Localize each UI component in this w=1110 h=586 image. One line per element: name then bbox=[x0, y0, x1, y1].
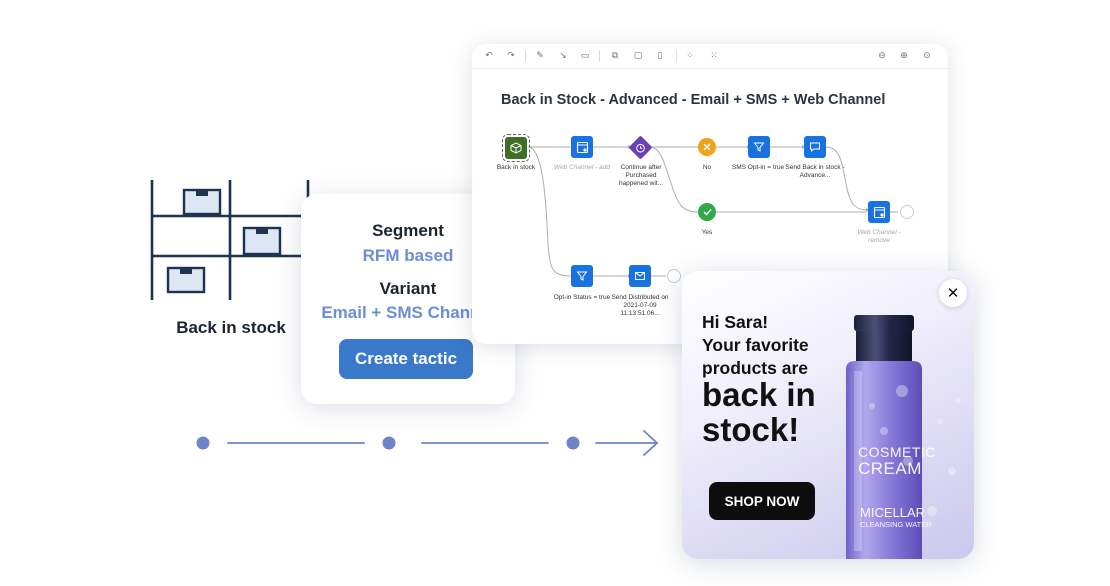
bubble bbox=[927, 506, 937, 516]
headline-line: back in bbox=[702, 376, 816, 413]
variant-heading: Variant bbox=[379, 279, 437, 298]
x-icon bbox=[703, 143, 711, 151]
continue-after-label: Continue after Purchased happened wit... bbox=[618, 164, 664, 188]
message-icon bbox=[810, 142, 820, 153]
bottle-sub-line1: MICELLAR bbox=[860, 505, 926, 520]
web-channel-add-label: Web Channel - add bbox=[554, 164, 610, 171]
popup-headline: back in stock! bbox=[702, 377, 852, 447]
send-back-in-stock-node[interactable] bbox=[804, 136, 826, 158]
web-channel-remove-label: Web Channel - remove bbox=[857, 229, 901, 245]
filter-icon bbox=[576, 271, 588, 281]
filter-icon bbox=[753, 142, 765, 152]
timeline-dot bbox=[382, 436, 396, 450]
product-bottle-image bbox=[846, 315, 961, 559]
bottle-brand-line2: CREAM bbox=[858, 459, 922, 478]
check-icon bbox=[702, 208, 712, 216]
send-distributed-node[interactable] bbox=[629, 265, 651, 287]
variant-value: Email + SMS Channel bbox=[321, 303, 495, 322]
end-node-ghost[interactable] bbox=[667, 269, 681, 283]
timeline-dot bbox=[196, 436, 210, 450]
delete-icon[interactable]: ▯ bbox=[657, 51, 663, 61]
web-channel-add-node[interactable] bbox=[571, 136, 593, 158]
journey-title: Back in Stock - Advanced - Email + SMS +… bbox=[501, 92, 886, 108]
back-in-stock-label: Back in stock bbox=[176, 318, 286, 337]
web-channel-remove-node[interactable] bbox=[868, 201, 890, 223]
timeline-progress bbox=[196, 430, 659, 456]
optin-status-node[interactable] bbox=[571, 265, 593, 287]
timeline-dot bbox=[566, 436, 580, 450]
bottle-brand-line1: COSMETIC bbox=[858, 444, 936, 460]
greeting-line: Hi Sara! bbox=[702, 312, 769, 332]
bubble bbox=[937, 418, 943, 424]
back-in-stock-popup: COSMETIC CREAM MICELLAR CLEANSING WATER … bbox=[682, 271, 974, 559]
journey-toolbar: ↶ ↷ ✎ ↘ ▭ ⧉ ▢ ▯ ⁘ ⁙ ⊖ ⊕ ⊙ bbox=[472, 44, 948, 69]
connector-icon[interactable]: ↘ bbox=[559, 51, 567, 61]
close-popup-button[interactable]: ✕ bbox=[939, 279, 967, 307]
greeting-line: products are bbox=[702, 358, 808, 378]
trigger-node[interactable] bbox=[502, 134, 530, 162]
send-back-in-stock-label: Send Back in stock - Advance... bbox=[785, 164, 845, 180]
close-icon: ✕ bbox=[946, 284, 960, 302]
zoom-out-icon[interactable]: ⊖ bbox=[878, 51, 886, 61]
no-branch-label: No bbox=[702, 164, 712, 171]
arrow-right-icon bbox=[643, 430, 659, 456]
clock-icon bbox=[636, 143, 645, 152]
web-channel-icon bbox=[576, 141, 588, 153]
bubble bbox=[903, 456, 913, 466]
bubble bbox=[896, 385, 908, 397]
segment-value: RFM based bbox=[362, 246, 454, 265]
yes-branch-label: Yes bbox=[701, 229, 713, 236]
bubble bbox=[880, 427, 888, 435]
box-icon bbox=[510, 142, 522, 154]
undo-icon[interactable]: ↶ bbox=[485, 51, 493, 61]
bubble bbox=[948, 467, 956, 475]
send-icon bbox=[635, 272, 645, 280]
sms-optin-label: SMS Opt-in = true bbox=[731, 164, 785, 171]
web-channel-icon bbox=[873, 206, 885, 218]
continue-after-node[interactable] bbox=[628, 135, 653, 160]
trigger-node-label: Back in stock bbox=[496, 164, 536, 171]
optin-status-label: Opt-in Status = true bbox=[553, 294, 611, 301]
pencil-icon[interactable]: ✎ bbox=[536, 51, 544, 61]
paste-icon[interactable]: ▢ bbox=[633, 51, 643, 61]
fit-icon[interactable]: ⁙ bbox=[710, 51, 718, 61]
send-distributed-label: Send Distributed on 2021-07-09 11:13:51.… bbox=[611, 294, 669, 318]
bottle-sub-line2: CLEANSING WATER bbox=[860, 520, 932, 529]
greeting-line: Your favorite bbox=[702, 335, 809, 355]
shop-now-button[interactable]: SHOP NOW bbox=[709, 482, 815, 520]
popup-greeting: Hi Sara! Your favorite products are bbox=[702, 311, 842, 380]
yes-branch-node[interactable] bbox=[698, 203, 716, 221]
bubble bbox=[869, 403, 875, 409]
no-branch-node[interactable] bbox=[698, 138, 716, 156]
comment-icon[interactable]: ▭ bbox=[580, 51, 590, 61]
copy-icon[interactable]: ⧉ bbox=[611, 51, 619, 61]
warehouse-shelf-icon bbox=[150, 180, 310, 300]
sms-optin-node[interactable] bbox=[748, 136, 770, 158]
zoom-reset-icon[interactable]: ⊙ bbox=[923, 51, 931, 61]
redo-icon[interactable]: ↷ bbox=[507, 51, 515, 61]
bubble bbox=[955, 398, 961, 404]
zoom-in-icon[interactable]: ⊕ bbox=[900, 51, 908, 61]
headline-line: stock! bbox=[702, 411, 800, 448]
create-tactic-button[interactable]: Create tactic bbox=[339, 339, 473, 379]
end-node-ghost[interactable] bbox=[900, 205, 914, 219]
segment-heading: Segment bbox=[372, 221, 444, 240]
arrange-icon[interactable]: ⁘ bbox=[686, 51, 694, 61]
